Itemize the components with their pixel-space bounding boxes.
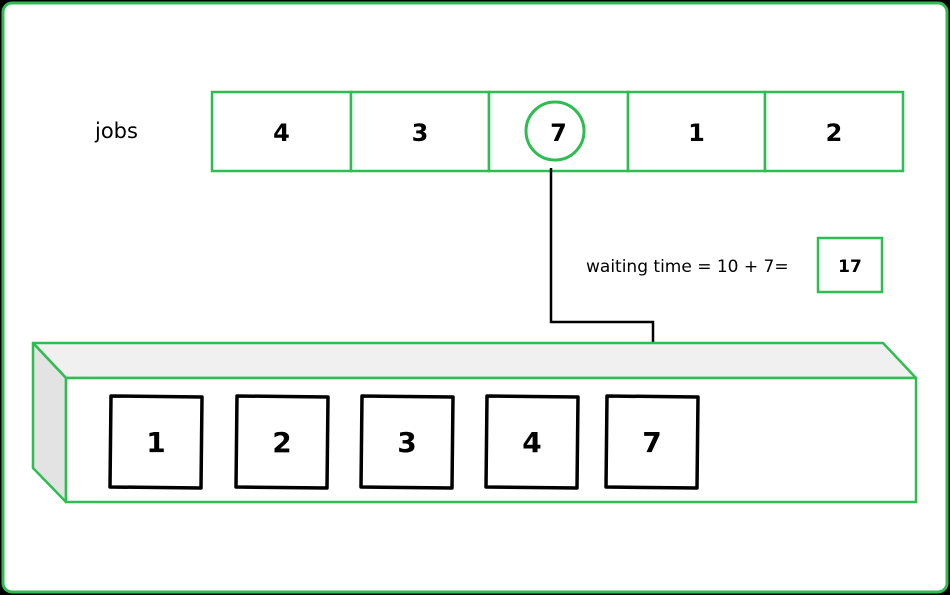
waiting-time-result: 17: [838, 257, 862, 277]
waiting-time-label: waiting time = 10 + 7=: [586, 257, 789, 277]
queue-items: 1 2 3 4 7: [108, 394, 700, 490]
queue-item-box: [604, 394, 700, 490]
job-value: 1: [688, 119, 705, 147]
highlight-circle: [524, 100, 586, 162]
queue-item-box: [359, 394, 455, 490]
job-cell: [763, 90, 905, 173]
queue-item-value: 1: [146, 426, 165, 459]
container-top-face: [31, 341, 918, 380]
queue-item-value: 4: [522, 426, 541, 459]
queue-item-box: [484, 394, 580, 490]
job-value: 4: [273, 119, 290, 147]
waiting-time-box: [816, 236, 884, 294]
job-value: 2: [826, 119, 843, 147]
job-cell: [487, 90, 630, 173]
job-value: 7: [550, 119, 567, 147]
jobs-label: jobs: [94, 119, 138, 143]
queue-item-value: 3: [397, 426, 416, 459]
queue-item-box: [234, 394, 330, 490]
jobs-array: 4 3 7 1 2: [210, 90, 905, 173]
job-cell: [210, 90, 353, 173]
job-value: 3: [412, 119, 429, 147]
queue-item-box: [108, 394, 204, 490]
queue-item-value: 7: [642, 426, 661, 459]
queue-item-value: 2: [272, 426, 291, 459]
